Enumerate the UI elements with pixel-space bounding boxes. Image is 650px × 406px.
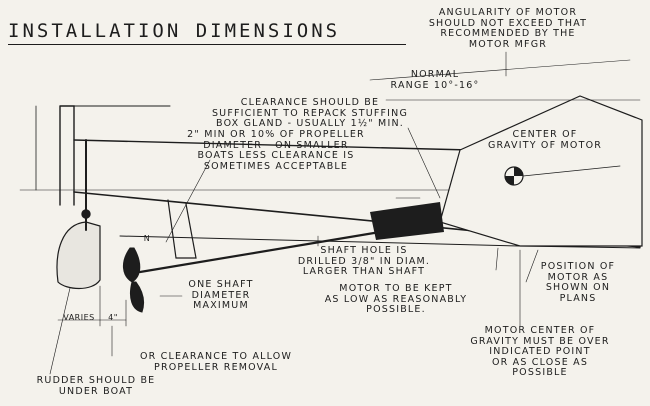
- leader-stuffing: [407, 127, 441, 199]
- label-rudder: RUDDER SHOULD BE UNDER BOAT: [36, 375, 156, 397]
- leader-motor-low: [495, 247, 499, 271]
- diagram-title: INSTALLATION DIMENSIONS: [8, 20, 341, 42]
- label-four-inch: 4": [108, 313, 118, 322]
- label-clearance-stuffing: CLEARANCE SHOULD BE SUFFICIENT TO REPACK…: [211, 97, 409, 129]
- label-clearance-removal: OR CLEARANCE TO ALLOW PROPELLER REMOVAL: [139, 351, 293, 373]
- label-motor-cg: MOTOR CENTER OF GRAVITY MUST BE OVER IND…: [470, 325, 610, 378]
- label-varies: VARIES: [63, 313, 95, 322]
- title-underline: [8, 44, 406, 45]
- leader-position: [525, 249, 539, 283]
- leader-clearance: [165, 159, 211, 243]
- rudder-fitting: [81, 209, 91, 219]
- coupling: [370, 202, 444, 240]
- strut: [167, 199, 197, 259]
- propeller-shaft: [138, 230, 382, 274]
- label-shaft-hole: SHAFT HOLE IS DRILLED 3/8" IN DIAM. LARG…: [297, 245, 431, 277]
- center-gravity-line: [522, 165, 621, 177]
- leader-rudder: [49, 287, 71, 375]
- rudder: [56, 221, 101, 290]
- motor-body: [439, 95, 643, 247]
- label-position-motor: POSITION OF MOTOR AS SHOWN ON PLANS: [540, 261, 616, 304]
- label-prop-clearance: 2" MIN OR 10% OF PROPELLER DIAMETER - ON…: [187, 129, 365, 172]
- deck-line: [73, 139, 471, 151]
- label-motor-low: MOTOR TO BE KEPT AS LOW AS REASONABLY PO…: [324, 283, 468, 315]
- center-gravity-fill: [505, 167, 523, 185]
- label-angularity: ANGULARITY OF MOTOR SHOULD NOT EXCEED TH…: [428, 7, 588, 50]
- label-one-shaft: ONE SHAFT DIAMETER MAXIMUM: [188, 279, 254, 311]
- angle-line-1: [369, 59, 631, 81]
- label-center-gravity: CENTER OF GRAVITY OF MOTOR: [487, 129, 603, 151]
- propeller: [123, 247, 145, 313]
- label-n: N: [143, 234, 151, 243]
- label-normal-range: NORMAL RANGE 10°-16°: [390, 69, 480, 91]
